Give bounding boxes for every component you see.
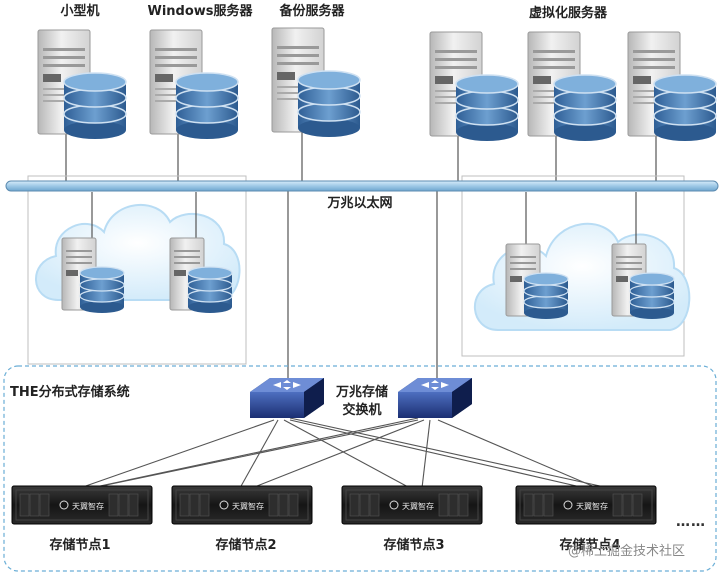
switch-uplinks bbox=[287, 186, 438, 378]
minicomputer-label: 小型机 bbox=[60, 4, 100, 19]
server-drop-lines bbox=[65, 130, 657, 186]
storage-node-2-label: 存储节点2 bbox=[215, 538, 277, 553]
backup-server-icon bbox=[271, 27, 361, 138]
storage-switch-2-icon bbox=[398, 378, 472, 418]
node-1-brand: 天翼智存 bbox=[72, 501, 104, 511]
switch-label-line1: 万兆存储 bbox=[335, 385, 389, 400]
node-2-brand: 天翼智存 bbox=[232, 501, 264, 511]
virtualization-server-label: 虚拟化服务器 bbox=[528, 6, 608, 21]
ethernet-backbone bbox=[5, 180, 719, 192]
cloud-group-left-frame bbox=[27, 175, 247, 365]
backup-server-label: 备份服务器 bbox=[279, 4, 345, 19]
storage-node-4-label: 存储节点4 bbox=[559, 538, 621, 553]
minicomputer-server-icon bbox=[37, 29, 127, 140]
more-nodes-ellipsis: …… bbox=[676, 514, 706, 530]
storage-node-3-label: 存储节点3 bbox=[383, 538, 445, 553]
node-3-brand: 天翼智存 bbox=[402, 501, 434, 511]
watermark: @稀土掘金技术社区 bbox=[568, 544, 686, 559]
node-4-brand: 天翼智存 bbox=[576, 501, 608, 511]
storage-system-title: THE分布式存储系统 bbox=[10, 385, 130, 400]
cloud-group-right-frame bbox=[461, 175, 685, 357]
switch-node-links bbox=[79, 417, 601, 489]
storage-switch-1-icon bbox=[250, 378, 324, 418]
storage-system-frame bbox=[3, 365, 717, 572]
virtual-server-2-icon bbox=[527, 31, 617, 142]
storage-node-1-label: 存储节点1 bbox=[49, 538, 111, 553]
switch-label-line2: 交换机 bbox=[342, 403, 382, 418]
virtual-server-3-icon bbox=[627, 31, 717, 142]
windows-server-label: Windows服务器 bbox=[147, 4, 253, 19]
virtual-server-1-icon bbox=[429, 31, 519, 142]
windows-server-icon bbox=[149, 29, 239, 140]
ethernet-label: 万兆以太网 bbox=[327, 196, 393, 211]
